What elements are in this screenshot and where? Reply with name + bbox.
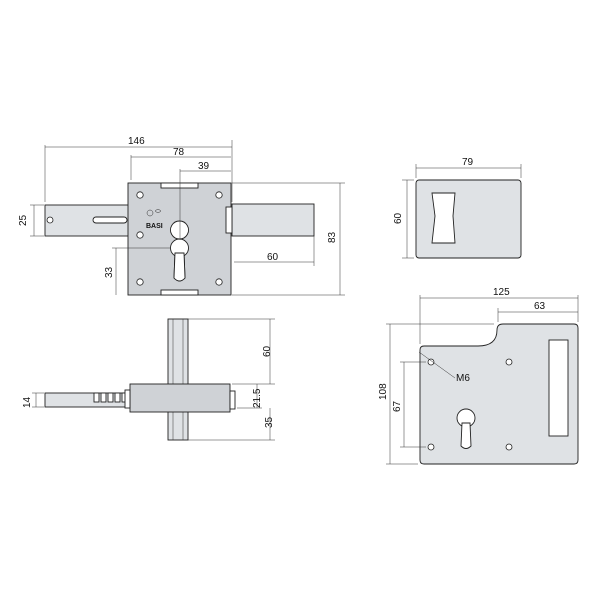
dim-125: 125	[493, 287, 510, 298]
screw-bottom-left	[136, 278, 144, 286]
dim-35: 35	[264, 416, 275, 428]
top-right-view: 79 60	[393, 157, 522, 259]
back-plate	[419, 323, 579, 465]
bolt-hole	[46, 216, 54, 224]
dim-60-front: 60	[267, 252, 279, 263]
brand-logo: BASI	[146, 209, 163, 230]
dim-21-5: 21.5	[252, 388, 263, 408]
dim-63: 63	[534, 301, 546, 312]
side-case-right-tab	[229, 390, 236, 410]
mount-hole-bl	[427, 443, 435, 451]
bolt-right	[231, 203, 315, 237]
screw-bottom-right	[215, 278, 223, 286]
dim-60-side: 60	[262, 345, 273, 357]
front-view: BASI 146 78 39 25 33 60 83	[18, 136, 345, 296]
side-view: 60 21.5 35 14	[22, 318, 275, 441]
back-cylinder-tail	[460, 422, 472, 449]
mount-hole-tr	[505, 358, 513, 366]
side-case	[129, 383, 231, 413]
dim-67: 67	[392, 400, 403, 412]
screw-mid-left	[136, 231, 144, 239]
dim-83: 83	[327, 231, 338, 243]
dim-108: 108	[378, 383, 389, 400]
back-plate-view: M6 125 63 108 67	[378, 287, 579, 465]
bolt-teeth	[93, 392, 128, 403]
label-m6: M6	[456, 373, 470, 384]
dim-39: 39	[198, 161, 210, 172]
screw-top-left	[136, 191, 144, 199]
case-bottom-tab	[160, 289, 199, 296]
dim-146: 146	[128, 136, 145, 147]
dim-25: 25	[18, 214, 29, 226]
cylinder-tail	[173, 252, 186, 282]
strike-opening	[431, 192, 456, 244]
dim-14: 14	[22, 396, 33, 408]
mount-hole-br	[505, 443, 513, 451]
case-side-tab	[225, 206, 233, 234]
brand-logo-text: BASI	[146, 223, 163, 230]
strike-plate	[415, 179, 522, 259]
screw-top-right	[215, 191, 223, 199]
case-top-tab	[160, 182, 199, 189]
dim-60-right: 60	[393, 212, 404, 224]
dim-78: 78	[173, 147, 185, 158]
bolt-window	[548, 339, 569, 437]
side-case-left-tab	[124, 389, 131, 409]
dim-33: 33	[104, 266, 115, 278]
shaft	[167, 318, 189, 441]
bolt-slot	[92, 216, 128, 224]
mount-hole-tl	[427, 358, 435, 366]
dim-79: 79	[462, 157, 474, 168]
